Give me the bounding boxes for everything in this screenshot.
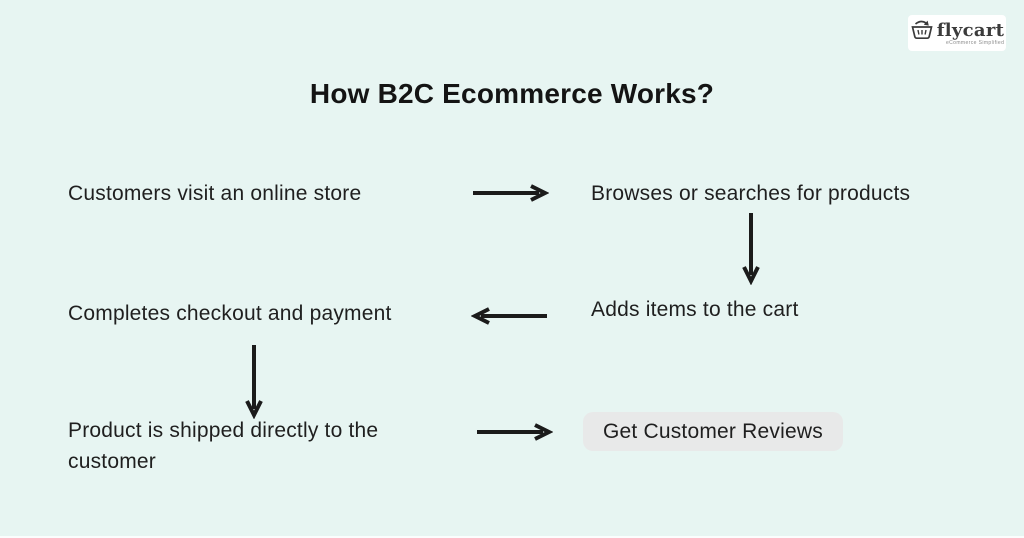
bottom-border [0,536,1024,538]
arrow-down-icon [742,211,760,285]
logo-tagline-text: eCommerce Simplified [945,39,1005,46]
step-browse-search-products: Browses or searches for products [591,182,911,205]
step-customers-visit-store: Customers visit an online store [68,182,362,205]
step-completes-checkout-payment: Completes checkout and payment [68,302,392,325]
flycart-logo: flycart eCommerce Simplified [908,15,1006,51]
arrow-right-icon [471,184,549,202]
arrow-right-icon [475,423,553,441]
step-get-customer-reviews: Get Customer Reviews [583,412,843,451]
arrow-down-icon [245,343,263,419]
shopping-cart-icon [910,19,934,47]
page-title: How B2C Ecommerce Works? [309,78,715,109]
arrow-left-icon [471,307,549,325]
step-adds-items-to-cart: Adds items to the cart [591,298,799,321]
logo-brand-text: flycart [936,19,1005,41]
step-product-shipped: Product is shipped directly to the custo… [68,419,379,473]
